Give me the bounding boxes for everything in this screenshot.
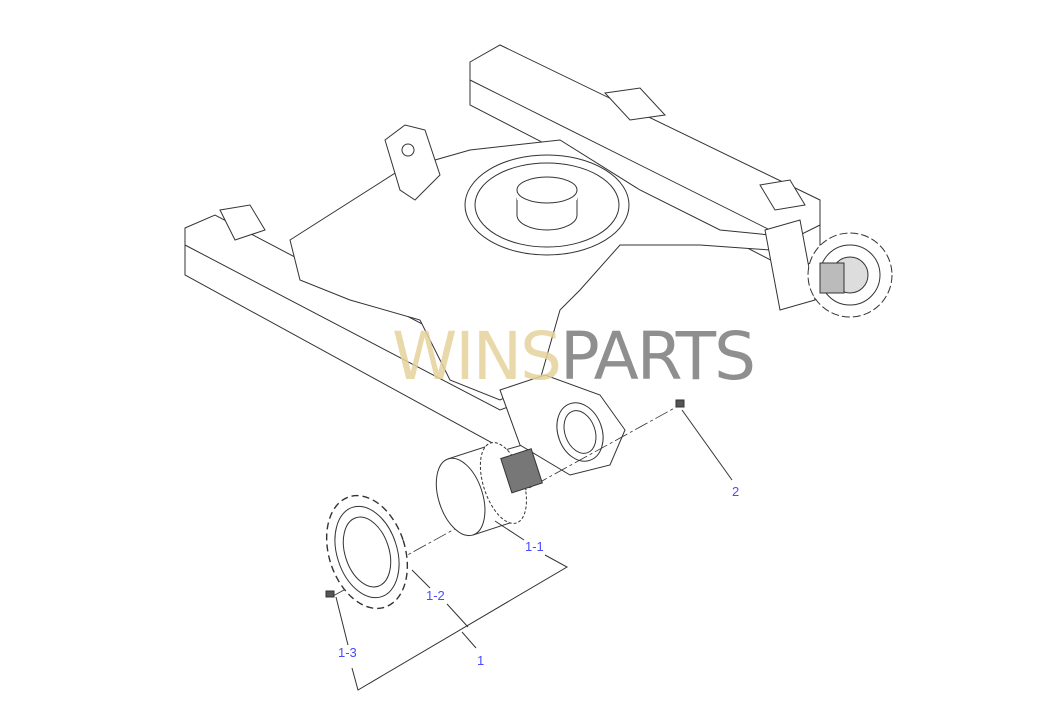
mounted-final-drive xyxy=(807,232,893,318)
callout-2[interactable]: 2 xyxy=(732,484,740,499)
bolt-2 xyxy=(675,399,685,408)
callout-1-1[interactable]: 1-1 xyxy=(525,539,544,554)
bolt-1-3 xyxy=(325,590,335,598)
leader-lines xyxy=(335,409,733,691)
watermark-logo: WINSPARTS xyxy=(392,318,756,395)
watermark-part2: PARTS xyxy=(560,318,756,395)
callout-1-2[interactable]: 1-2 xyxy=(426,588,445,603)
watermark-part1: WINS xyxy=(392,318,562,395)
final-drive-motor-1-1 xyxy=(435,442,543,537)
sprocket-1-2 xyxy=(325,494,409,610)
center-body xyxy=(289,139,771,401)
callout-1[interactable]: 1 xyxy=(477,653,485,668)
callout-1-3[interactable]: 1-3 xyxy=(338,645,357,660)
